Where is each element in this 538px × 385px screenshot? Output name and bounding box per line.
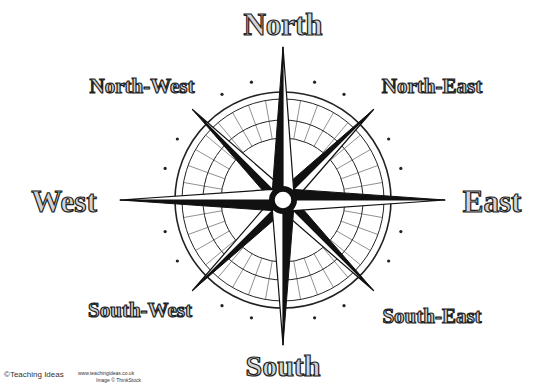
- compass-tick: [304, 258, 317, 295]
- compass-dot: [176, 259, 179, 262]
- compass-dot: [399, 167, 402, 170]
- star-point-light: [283, 109, 374, 200]
- compass-tick: [337, 150, 371, 170]
- compass-tick: [341, 165, 378, 178]
- compass-tick: [304, 105, 317, 142]
- star-point-light: [272, 200, 283, 345]
- centre-ring: [269, 186, 297, 214]
- compass-tick: [233, 113, 253, 147]
- star-point-light: [192, 200, 283, 291]
- direction-label: West: [31, 186, 96, 217]
- compass-tick: [341, 221, 378, 234]
- star-point-light: [283, 47, 294, 200]
- compass-tick: [314, 113, 334, 147]
- direction-label: North-West: [90, 76, 195, 97]
- compass-tick: [265, 261, 272, 299]
- star-point-dark: [283, 189, 445, 200]
- star-point-dark: [283, 200, 294, 345]
- star-point-light: [283, 200, 374, 291]
- compass-tick: [248, 258, 261, 295]
- compass-dot: [164, 230, 167, 233]
- compass-tick: [265, 101, 272, 139]
- direction-label: East: [463, 186, 522, 217]
- star-point-dark: [272, 47, 283, 200]
- compass-dot: [176, 137, 179, 140]
- compass-dot: [250, 316, 253, 319]
- star-point-dark: [120, 200, 283, 211]
- compass-tick: [294, 101, 301, 139]
- compass-tick: [344, 211, 382, 218]
- compass-tick: [294, 261, 301, 299]
- compass-tick: [196, 150, 230, 170]
- compass-tick: [314, 254, 334, 288]
- direction-label: South-West: [88, 300, 192, 321]
- star-point-dark: [192, 200, 283, 291]
- copyright-note: Image © ThinkStock: [96, 378, 141, 383]
- compass-tick: [337, 231, 371, 251]
- direction-label: South-East: [382, 306, 481, 327]
- star-point-dark: [192, 109, 283, 200]
- direction-label: South: [245, 351, 320, 381]
- compass-dot: [387, 137, 390, 140]
- star-point-dark: [283, 200, 374, 291]
- star-point-dark: [283, 109, 374, 200]
- compass-tick: [184, 182, 222, 189]
- compass-tick: [188, 221, 225, 234]
- compass-tick: [184, 211, 222, 218]
- compass-dot: [342, 93, 345, 96]
- direction-label: North: [243, 9, 322, 40]
- compass-dot: [313, 81, 316, 84]
- copyright-note: www.teachingideas.co.uk: [78, 371, 134, 376]
- copyright-note: ©Teaching Ideas: [4, 371, 64, 379]
- compass-dot: [164, 167, 167, 170]
- compass-tick: [233, 254, 253, 288]
- star-point-light: [120, 189, 283, 200]
- compass-tick: [248, 105, 261, 142]
- compass-dot: [220, 304, 223, 307]
- compass-dot: [250, 81, 253, 84]
- compass-dot: [313, 316, 316, 319]
- compass-dot: [387, 259, 390, 262]
- direction-label: North-East: [382, 76, 482, 97]
- compass-dot: [399, 230, 402, 233]
- compass-tick: [344, 182, 382, 189]
- compass-dot: [220, 93, 223, 96]
- compass-tick: [196, 231, 230, 251]
- compass-dot: [342, 304, 345, 307]
- star-point-light: [192, 109, 283, 200]
- star-point-light: [283, 200, 445, 211]
- compass-tick: [188, 165, 225, 178]
- centre-hub: [274, 191, 292, 209]
